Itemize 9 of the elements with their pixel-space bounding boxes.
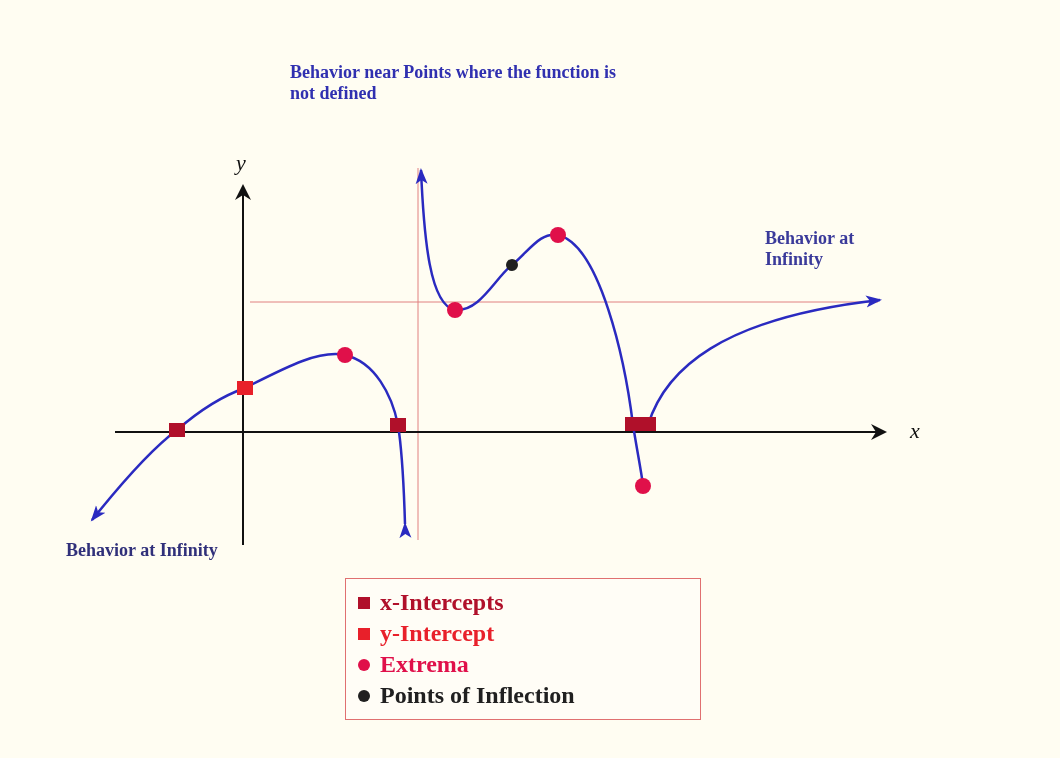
legend-text: Extrema: [380, 651, 469, 678]
legend-text: y-Intercept: [380, 620, 495, 647]
legend-text: Points of Inflection: [380, 682, 575, 709]
annotation-text: Behavior at Infinity: [765, 228, 856, 270]
legend-text: x-Intercepts: [380, 589, 504, 616]
axis-label: y: [236, 150, 247, 176]
annotation-text: Behavior near Points where the function is not defined: [290, 62, 617, 104]
annotation-text: Behavior at Infinity: [66, 540, 219, 561]
axis-label: x: [910, 418, 921, 444]
